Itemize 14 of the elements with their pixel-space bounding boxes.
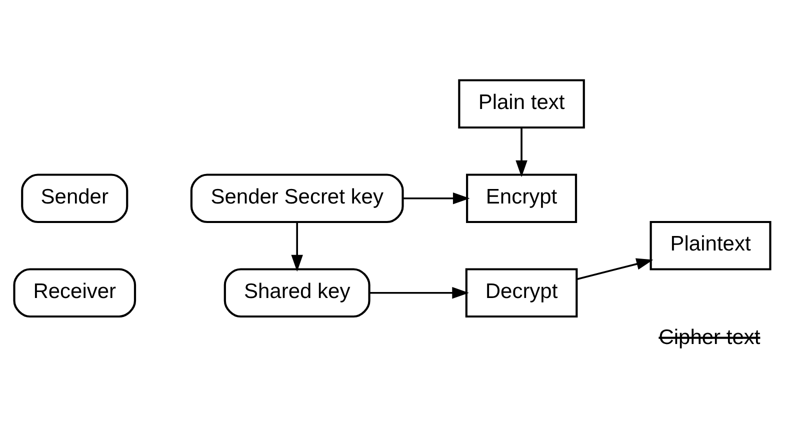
label: Cipher text <box>658 325 760 348</box>
arrow <box>291 222 303 272</box>
arrow <box>576 258 654 280</box>
node-box: Sender <box>21 173 128 223</box>
node-box: Shared key <box>224 268 370 318</box>
arrow <box>370 286 469 298</box>
node-box: Plain text <box>458 78 585 128</box>
node-box: Encrypt <box>466 173 578 223</box>
node-box: Receiver <box>13 268 136 318</box>
node-box: Plaintext <box>650 220 772 270</box>
arrow <box>516 127 528 177</box>
node-box: Sender Secret key <box>190 173 404 223</box>
node-box: Decrypt <box>465 268 578 318</box>
arrow <box>402 192 470 204</box>
